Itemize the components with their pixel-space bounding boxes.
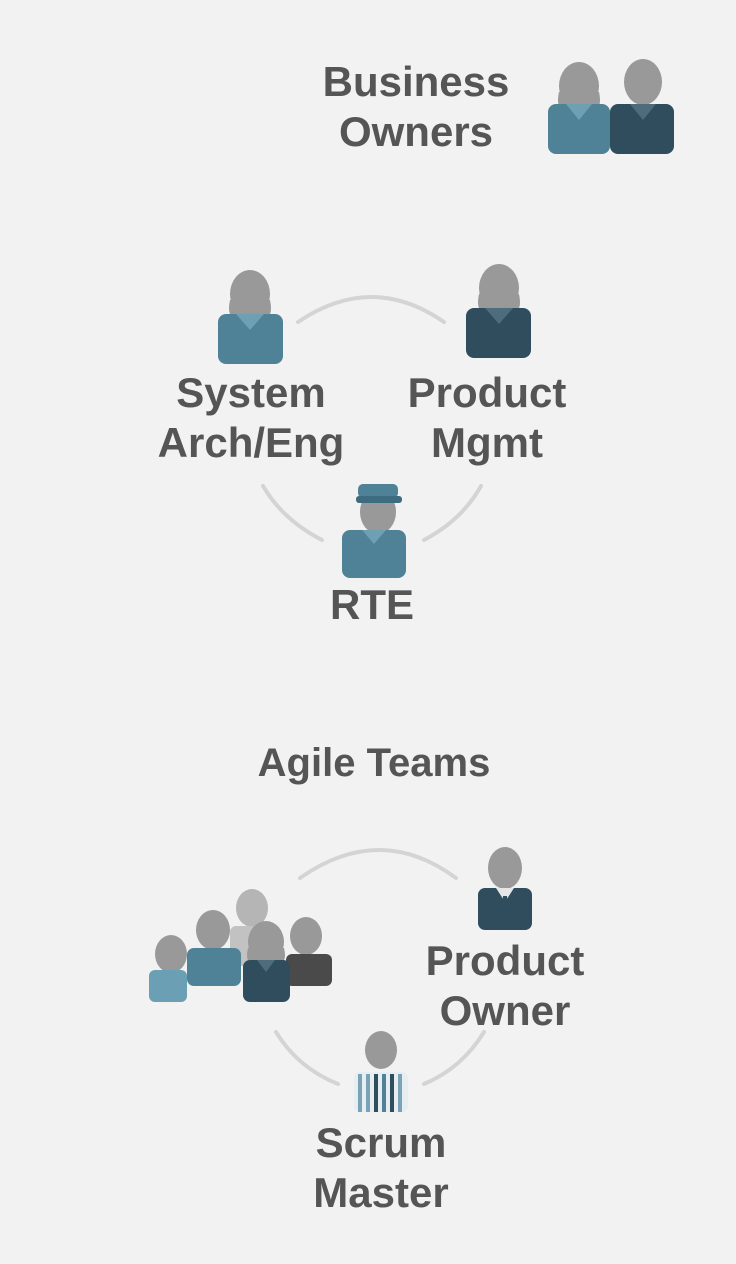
rte-icon bbox=[342, 484, 406, 578]
product-mgmt-line-2: Mgmt bbox=[431, 419, 543, 466]
system-arch-icon bbox=[218, 270, 283, 364]
team-member-front bbox=[243, 921, 290, 1002]
system-arch-label: System Arch/Eng bbox=[140, 368, 362, 468]
rte-line-1: RTE bbox=[330, 581, 414, 628]
system-arch-line-1: System bbox=[176, 369, 326, 416]
agile-teams-title: Agile Teams bbox=[257, 741, 491, 785]
business-owners-line-2: Owners bbox=[338, 108, 494, 155]
art-circle-arcs bbox=[261, 295, 483, 542]
business-owners-line-1: Business bbox=[322, 58, 510, 105]
art-arc-left bbox=[261, 484, 324, 542]
team-arc-left bbox=[274, 1030, 340, 1086]
team-circle-arcs bbox=[274, 848, 486, 1086]
woman-icon bbox=[548, 62, 610, 154]
scrum-master-label: Scrum Master bbox=[286, 1118, 476, 1218]
product-owner-line-1: Product bbox=[425, 937, 585, 984]
rte-label: RTE bbox=[312, 580, 432, 630]
scrum-master-line-1: Scrum bbox=[315, 1119, 447, 1166]
product-mgmt-icon bbox=[466, 264, 531, 358]
scrum-master-line-2: Master bbox=[313, 1169, 449, 1216]
business-owners-label: Business Owners bbox=[306, 57, 526, 157]
team-member-mid-left bbox=[187, 910, 241, 986]
scrum-master-icon bbox=[354, 1031, 408, 1112]
man-icon bbox=[610, 59, 674, 154]
team-arc-right bbox=[422, 1030, 486, 1086]
product-owner-label: Product Owner bbox=[400, 936, 610, 1036]
product-mgmt-label: Product Mgmt bbox=[382, 368, 592, 468]
team-member-right bbox=[286, 917, 332, 986]
team-arc-top bbox=[298, 848, 458, 880]
striped-shirt bbox=[354, 1072, 408, 1112]
art-arc-top bbox=[296, 295, 446, 324]
art-arc-right bbox=[422, 484, 483, 542]
product-owner-icon bbox=[478, 847, 532, 930]
business-owners-icon bbox=[548, 59, 674, 154]
product-owner-line-2: Owner bbox=[439, 987, 571, 1034]
team-member-left bbox=[149, 935, 187, 1002]
team-group-icon bbox=[149, 889, 332, 1002]
system-arch-line-2: Arch/Eng bbox=[157, 419, 345, 466]
product-mgmt-line-1: Product bbox=[407, 369, 567, 416]
